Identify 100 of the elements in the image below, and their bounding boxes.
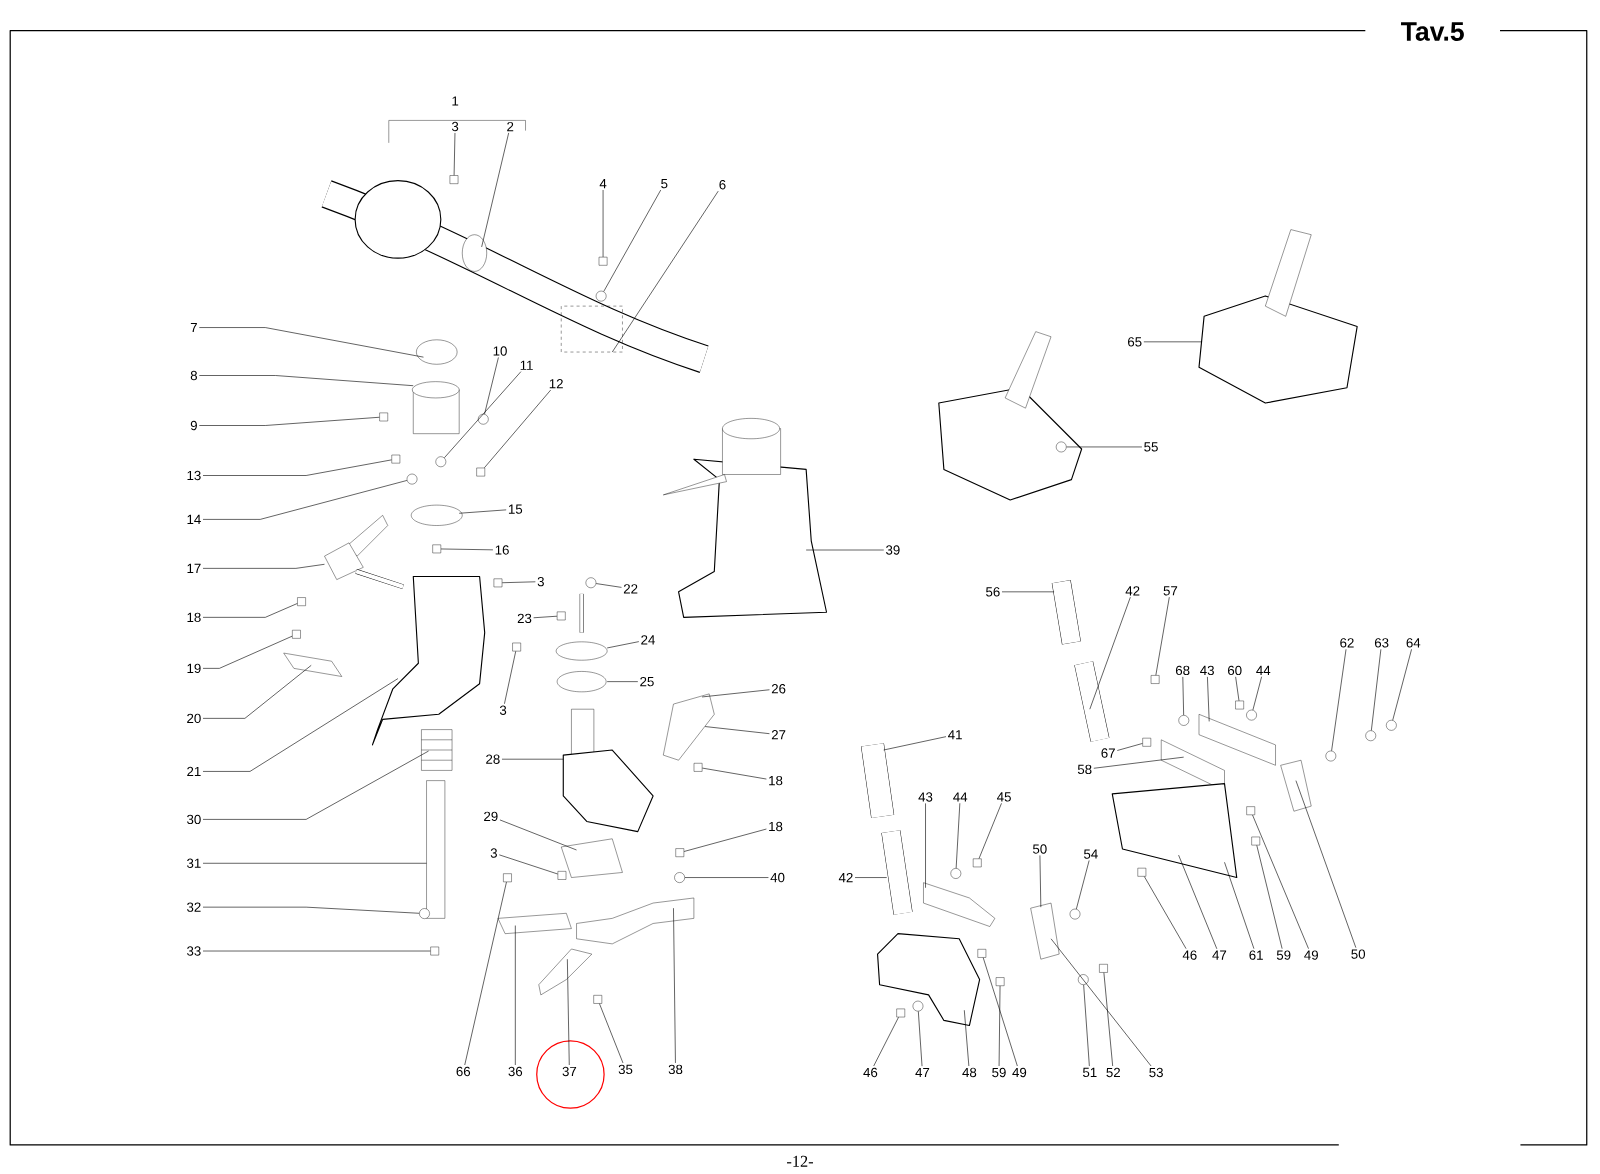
screw [1137,867,1147,877]
callout-number: 18 [187,612,201,622]
callout-number: 9 [190,420,197,430]
leader-line [440,548,494,550]
callout-number: 48 [962,1067,977,1077]
callout-number: 39 [886,545,900,555]
washer [1055,441,1067,452]
callout-number: 36 [508,1066,523,1076]
leader-line [599,1003,624,1064]
washer [1077,974,1089,985]
callout-number: 31 [187,858,201,868]
callout-number: 15 [508,504,523,514]
leader-line [1143,341,1203,342]
callout-number: 33 [187,946,201,956]
screw [493,578,503,587]
callout-number: 10 [493,346,507,356]
screw [995,977,1005,986]
leader-line [501,758,564,760]
leader-line [1252,814,1309,949]
screw [675,848,685,857]
callout-number: 47 [1212,950,1227,960]
leader-line [1371,648,1382,731]
callout-number: 63 [1374,637,1389,648]
leader-line [202,664,312,719]
callout-number: 28 [486,754,500,764]
screw [449,175,459,184]
callout-number: 59 [992,1067,1006,1077]
leader-line [202,678,399,772]
leader-line [202,602,298,618]
leader-line [955,802,961,869]
leader-line [501,581,536,583]
leader-line [1050,938,1152,1067]
leader-line [199,416,380,426]
callout-number: 62 [1340,637,1354,648]
leader-line [998,985,1001,1067]
callout-number: 66 [456,1066,471,1076]
screw [1251,836,1260,846]
screw [1246,806,1255,815]
leader-line [515,925,516,1066]
washer [1178,714,1190,726]
leader-line [1224,861,1255,949]
callout-number: 43 [1200,665,1214,675]
leader-line [595,583,622,588]
title: Tav.5 [1401,22,1464,41]
callout-number: 54 [1084,849,1098,859]
callout-number: 37 [562,1066,577,1076]
leader-line [1089,596,1131,710]
callout-number: 18 [769,821,783,831]
screw [512,642,521,652]
washer [1246,709,1257,721]
callout-number: 67 [1101,748,1115,758]
callout-number: 4 [599,178,607,188]
washer [477,413,489,425]
screw [593,994,603,1004]
callout-number: 46 [863,1067,878,1077]
screw [1142,737,1152,747]
screw [972,858,982,867]
callout-number: 29 [484,811,498,821]
callout-number: 26 [771,683,786,694]
leader-line [611,190,719,353]
leader-line [499,819,577,851]
leader-line [1392,648,1412,721]
leader-line [504,650,517,704]
callout-number: 8 [190,370,197,380]
leader-line [1144,876,1187,949]
washer [419,908,430,919]
callout-number: 49 [1012,1067,1027,1077]
leader-line [1093,756,1184,769]
leader-line [702,767,767,780]
screw [1099,963,1108,973]
callout-number: 50 [1032,844,1047,854]
leader-line [683,828,767,852]
leader-line [1331,648,1347,751]
callout-number: 44 [1256,665,1271,675]
callout-number: 60 [1228,665,1242,675]
callout-number: 52 [1106,1067,1120,1077]
leader-line [1039,854,1042,908]
leader-line [453,132,456,176]
callout-number: 61 [1249,950,1263,960]
callout-number: 24 [641,634,655,645]
screw [379,412,388,421]
leader-line [606,641,640,649]
page-number: -12- [787,1155,813,1167]
leader-line [1295,780,1357,948]
screw [977,948,987,958]
callout-number: 40 [770,872,785,882]
leader-line [673,907,676,1064]
callout-number: 23 [517,613,532,623]
callout-number: 42 [1125,585,1140,596]
leader-line [982,957,1018,1067]
callout-number: 7 [190,322,197,332]
leader-line [1207,676,1210,722]
callout-number: 57 [1163,585,1178,596]
leader-line [854,877,888,878]
callout-number: 27 [771,729,786,740]
screw [557,870,567,880]
leader-line [873,1016,899,1067]
callout-number: 3 [537,576,544,587]
leader-line [1001,591,1055,592]
leader-line [1066,446,1143,447]
